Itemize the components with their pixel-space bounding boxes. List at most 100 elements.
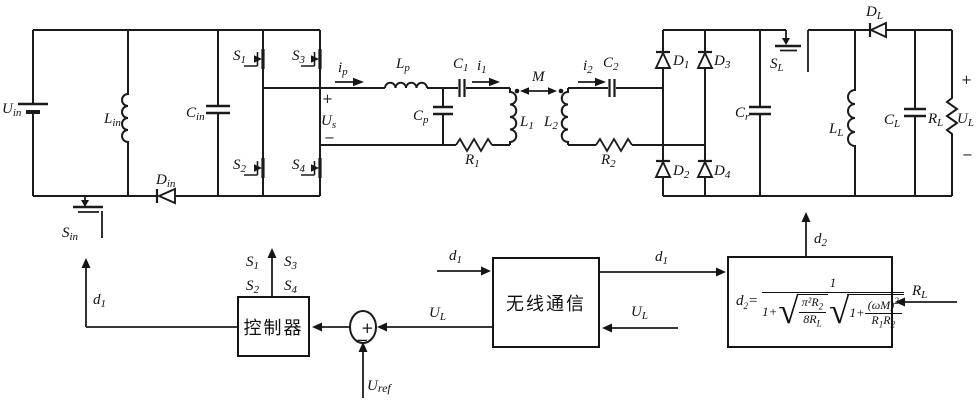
- coupling-dots: [514, 88, 564, 94]
- controller-d1-line: [85, 266, 237, 328]
- label-c2: C2: [603, 55, 619, 73]
- label-r1: R1: [464, 152, 480, 170]
- label-i1: i1: [477, 58, 487, 76]
- diode-d2-triangle: [654, 159, 672, 178]
- label-d2: D2: [672, 163, 690, 181]
- label-s2: S2: [233, 157, 247, 175]
- label-gate-s3: S3: [284, 254, 298, 272]
- label-sin: Sin: [62, 225, 79, 243]
- duty-formula-box: d2= 1 1+ √ π²R2 8RL √ 1+: [727, 256, 904, 348]
- mosfet-sl-leads: [785, 30, 809, 72]
- label-d1-gate: d1: [93, 292, 106, 310]
- capacitor-cin-plates: [206, 104, 230, 115]
- summing-junction: [349, 310, 377, 344]
- label-i2: i2: [583, 58, 593, 76]
- into-controller-arrowhead: [312, 322, 322, 332]
- label-cp: Cp: [413, 108, 429, 126]
- duty-cycle-formula: d2= 1 1+ √ π²R2 8RL √ 1+: [729, 258, 904, 346]
- input-loop-wires: [32, 29, 320, 197]
- label-d2-gate: d2: [814, 231, 828, 249]
- label-cl: CL: [884, 112, 900, 130]
- label-l2: L2: [543, 114, 558, 132]
- label-sl: SL: [770, 56, 784, 74]
- coil-ll: [847, 30, 856, 196]
- mosfet-s1-arrow: [254, 55, 262, 63]
- inductor-lin: [121, 30, 129, 196]
- into-wireless-d1-arrowhead: [481, 266, 491, 276]
- mosfet-sin-arrow: [81, 200, 89, 207]
- label-lp: Lp: [395, 56, 410, 74]
- i1-arrowhead: [489, 77, 500, 87]
- diode-d4-triangle: [696, 159, 714, 178]
- label-gate-s2: S2: [246, 278, 260, 296]
- label-gate-s4: S4: [284, 278, 298, 296]
- formula-sqrt-1: √ π²R2 8RL: [778, 290, 829, 332]
- diode-d1-triangle: [654, 50, 672, 69]
- formula-numerator: 1: [829, 274, 837, 290]
- output-rails: [663, 29, 952, 197]
- label-output-minus: −: [962, 148, 973, 163]
- diode-din-triangle: [156, 187, 176, 205]
- l1-dot: [514, 88, 520, 94]
- diode-d3-triangle: [696, 50, 714, 69]
- label-uref: Uref: [367, 378, 392, 395]
- label-d1: D1: [672, 53, 689, 71]
- capacitor-cp-plates: [433, 105, 453, 116]
- label-uin: Uin: [2, 101, 22, 119]
- into-formula-d1-arrowhead: [716, 267, 726, 277]
- rectifier-legs: [662, 30, 706, 196]
- label-m: M: [531, 69, 546, 85]
- formula-one-plus: 1+: [762, 303, 778, 319]
- into-wireless-ul-arrowhead: [602, 323, 612, 333]
- label-sum-minus: −: [356, 331, 369, 349]
- diode-dl-triangle: [868, 21, 887, 39]
- label-l1: L1: [519, 114, 534, 132]
- signal-lines: [85, 81, 957, 398]
- inductor-lp: [384, 81, 428, 89]
- label-ip: ip: [338, 60, 348, 78]
- label-ll: LL: [828, 121, 843, 139]
- l2-dot: [558, 88, 564, 94]
- radical-sign: √: [778, 290, 799, 332]
- ip-arrowhead: [353, 77, 364, 87]
- label-rl: RL: [927, 111, 943, 129]
- arrowheads: [81, 38, 905, 352]
- capacitor-c2-plates: [608, 79, 616, 97]
- formula-denominator: 1+ √ π²R2 8RL √ 1+ (ωM)2: [762, 290, 904, 332]
- mosfet-s4-arrow: [311, 164, 319, 172]
- resistor-rl: [945, 30, 959, 196]
- into-formula-rl-arrowhead: [895, 297, 905, 307]
- label-ul-feedback: UL: [429, 305, 446, 323]
- label-d4: D4: [713, 163, 731, 181]
- capacitor-cr-plates: [749, 105, 771, 116]
- coil-l2: [560, 88, 569, 145]
- into-sum-arrowhead: [377, 322, 387, 332]
- formula-lhs: d2=: [736, 293, 759, 311]
- label-rl-input: RL: [911, 283, 927, 301]
- label-ul-output: UL: [957, 111, 974, 129]
- power-wiring: [18, 21, 959, 238]
- coil-l1: [509, 88, 518, 145]
- bridge-channels: [261, 49, 322, 178]
- uref-arrowhead: [358, 342, 368, 352]
- bridge-gates: [244, 52, 316, 176]
- resistor-r2: [595, 137, 633, 153]
- label-sum-plus: +: [361, 319, 374, 337]
- mosfet-s2-arrow: [254, 164, 262, 172]
- label-din: Din: [155, 172, 176, 190]
- label-us-plus: +: [322, 92, 333, 107]
- label-r2: R2: [600, 152, 616, 170]
- label-d3: D3: [713, 53, 731, 71]
- formula-sqrt-2: √ 1+ (ωM)2 R1R2: [829, 293, 904, 330]
- m-arrowhead-right: [548, 87, 557, 95]
- label-d1-wireless-in: d1: [449, 248, 462, 266]
- wireless-comm-box: 无线通信: [492, 257, 600, 348]
- controller-box: 控制器: [237, 296, 310, 357]
- label-us-minus: −: [324, 131, 335, 146]
- d1-up-arrowhead: [81, 258, 91, 268]
- label-dl: DL: [865, 4, 883, 22]
- label-s1: S1: [233, 48, 246, 66]
- gates-up-arrowhead: [267, 248, 277, 258]
